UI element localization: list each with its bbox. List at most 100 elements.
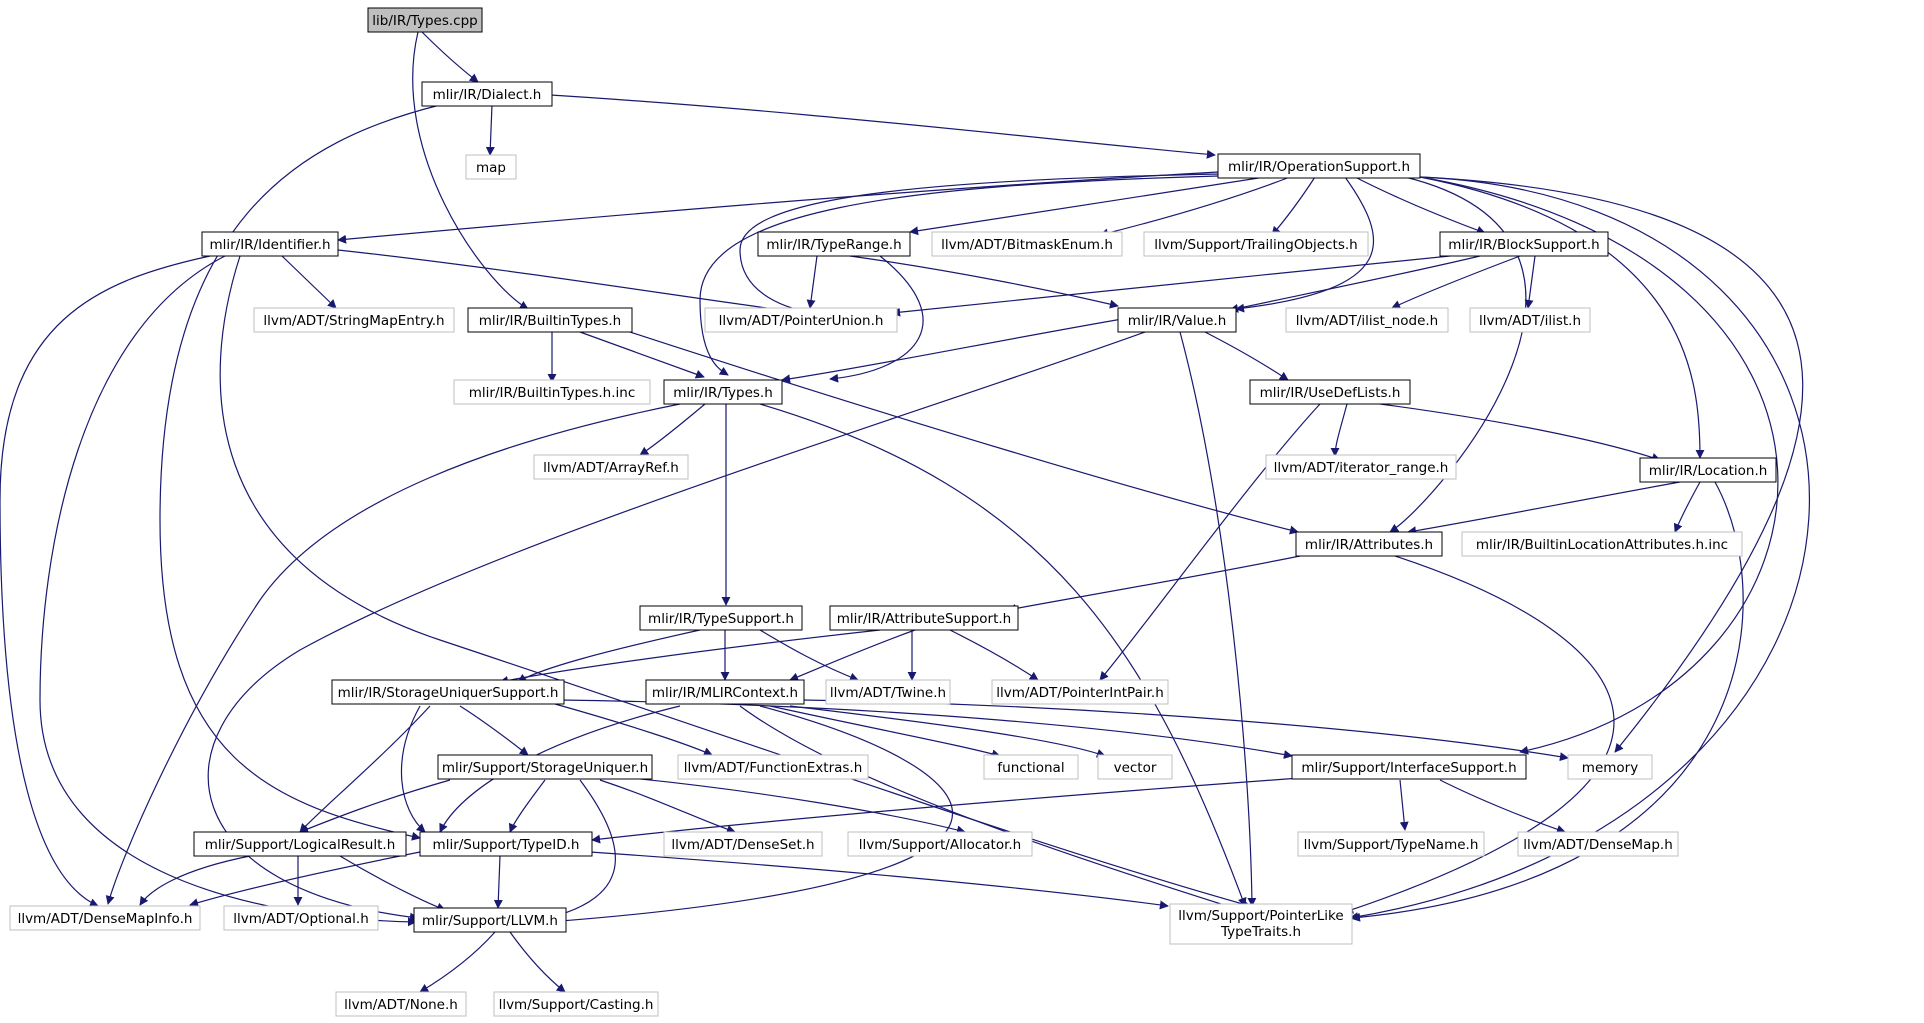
edge-typerange-types xyxy=(829,255,924,383)
node-arrayref[interactable]: llvm/ADT/ArrayRef.h xyxy=(533,454,689,480)
edge-opsupport-memory xyxy=(1419,176,1804,753)
svg-text:mlir/IR/Value.h: mlir/IR/Value.h xyxy=(1128,313,1227,329)
edge-opsupport-bitmask xyxy=(1099,176,1291,238)
node-attrsupport[interactable]: mlir/IR/AttributeSupport.h xyxy=(829,605,1019,631)
edge-opsupport-blocksupport xyxy=(1354,176,1486,235)
svg-text:llvm/Support/Casting.h: llvm/Support/Casting.h xyxy=(499,997,654,1013)
node-ilistnode[interactable]: llvm/ADT/ilist_node.h xyxy=(1285,307,1449,333)
node-storageuniquer[interactable]: mlir/Support/StorageUniquer.h xyxy=(437,754,653,780)
svg-text:mlir/Support/LLVM.h: mlir/Support/LLVM.h xyxy=(422,913,558,929)
node-typesupport[interactable]: mlir/IR/TypeSupport.h xyxy=(639,605,803,631)
edge-sus-storageuniquer xyxy=(459,705,529,756)
node-typeid[interactable]: mlir/Support/TypeID.h xyxy=(419,831,593,857)
node-logicalresult[interactable]: mlir/Support/LogicalResult.h xyxy=(193,831,407,857)
node-optional[interactable]: llvm/ADT/Optional.h xyxy=(223,905,379,931)
svg-text:mlir/IR/OperationSupport.h: mlir/IR/OperationSupport.h xyxy=(1228,159,1410,175)
node-allocator[interactable]: llvm/Support/Allocator.h xyxy=(847,831,1033,857)
node-root[interactable]: lib/IR/Types.cpp xyxy=(367,7,483,33)
node-densemapinfo[interactable]: llvm/ADT/DenseMapInfo.h xyxy=(9,905,201,931)
edge-identifier-stringmapentry xyxy=(281,255,337,309)
svg-text:llvm/ADT/Optional.h: llvm/ADT/Optional.h xyxy=(233,911,369,927)
edge-identifier-densemapinfo xyxy=(0,255,211,907)
node-builtintypesinc[interactable]: mlir/IR/BuiltinTypes.h.inc xyxy=(453,379,651,405)
node-ilist[interactable]: llvm/ADT/ilist.h xyxy=(1469,307,1591,333)
edge-interfacesupport-typename xyxy=(1399,779,1409,831)
svg-text:llvm/ADT/BitmaskEnum.h: llvm/ADT/BitmaskEnum.h xyxy=(941,237,1113,253)
edge-attrsupport-mlircontext xyxy=(789,629,916,682)
node-builtinlocinc[interactable]: mlir/IR/BuiltinLocationAttributes.h.inc xyxy=(1461,531,1743,557)
edge-attrsupport-pointerintpair xyxy=(949,629,1039,681)
svg-text:llvm/ADT/StringMapEntry.h: llvm/ADT/StringMapEntry.h xyxy=(263,313,444,329)
node-blocksupport[interactable]: mlir/IR/BlockSupport.h xyxy=(1439,231,1609,257)
svg-text:mlir/IR/BuiltinLocationAttribu: mlir/IR/BuiltinLocationAttributes.h.inc xyxy=(1476,537,1728,553)
svg-text:llvm/ADT/FunctionExtras.h: llvm/ADT/FunctionExtras.h xyxy=(684,760,863,776)
edge-mlircontext-functional xyxy=(769,705,1001,759)
node-typerange[interactable]: mlir/IR/TypeRange.h xyxy=(757,231,911,257)
edge-storageuniquer-llvmh xyxy=(547,779,616,921)
svg-text:mlir/IR/MLIRContext.h: mlir/IR/MLIRContext.h xyxy=(652,685,798,701)
node-typename[interactable]: llvm/Support/TypeName.h xyxy=(1297,831,1485,857)
edge-storageuniquer-typeid xyxy=(508,779,546,833)
node-usedeflists[interactable]: mlir/IR/UseDefLists.h xyxy=(1249,379,1411,405)
node-twine[interactable]: llvm/ADT/Twine.h xyxy=(825,679,951,705)
dependency-nodes: lib/IR/Types.cpp mlir/IR/Dialect.h map m… xyxy=(9,7,1777,1017)
edge-root-dialect xyxy=(421,31,479,83)
edge-opsupport-pointerunion xyxy=(739,173,1221,317)
node-llvmh[interactable]: mlir/Support/LLVM.h xyxy=(413,907,567,933)
svg-text:mlir/IR/BuiltinTypes.h.inc: mlir/IR/BuiltinTypes.h.inc xyxy=(469,385,636,401)
svg-text:mlir/IR/BlockSupport.h: mlir/IR/BlockSupport.h xyxy=(1448,237,1599,253)
node-interfacesupport[interactable]: mlir/Support/InterfaceSupport.h xyxy=(1291,754,1527,780)
node-denseset[interactable]: llvm/ADT/DenseSet.h xyxy=(663,831,823,857)
node-bitmask[interactable]: llvm/ADT/BitmaskEnum.h xyxy=(931,231,1123,257)
node-memory[interactable]: memory xyxy=(1567,754,1653,780)
edge-blocksupport-ilistnode xyxy=(1391,255,1521,309)
node-iterrange[interactable]: llvm/ADT/iterator_range.h xyxy=(1265,454,1457,480)
edge-storageuniquer-logicalresult xyxy=(299,779,451,834)
node-trailing[interactable]: llvm/Support/TrailingObjects.h xyxy=(1143,231,1369,257)
edge-dialect-opsupport xyxy=(533,93,1216,159)
node-value[interactable]: mlir/IR/Value.h xyxy=(1117,307,1237,333)
edge-opsupport-attributes xyxy=(1389,176,1527,533)
svg-text:llvm/ADT/DenseMapInfo.h: llvm/ADT/DenseMapInfo.h xyxy=(18,911,193,927)
node-stringmapentry[interactable]: llvm/ADT/StringMapEntry.h xyxy=(253,307,455,333)
node-builtintypes[interactable]: mlir/IR/BuiltinTypes.h xyxy=(467,307,633,333)
edge-opsupport-value xyxy=(1235,176,1375,313)
node-casting[interactable]: llvm/Support/Casting.h xyxy=(493,991,659,1017)
edge-opsupport-identifier xyxy=(337,171,1219,244)
node-pointerintpair[interactable]: llvm/ADT/PointerIntPair.h xyxy=(991,679,1169,705)
edge-dialect-typeid xyxy=(159,104,441,841)
edge-location-attributes xyxy=(1407,481,1681,536)
node-dialect[interactable]: mlir/IR/Dialect.h xyxy=(421,81,553,107)
svg-text:mlir/Support/LogicalResult.h: mlir/Support/LogicalResult.h xyxy=(205,837,396,853)
node-functionextras[interactable]: llvm/ADT/FunctionExtras.h xyxy=(677,754,869,780)
edge-llvmh-casting xyxy=(509,931,566,993)
edge-usedeflists-location xyxy=(1379,403,1661,462)
svg-text:vector: vector xyxy=(1114,760,1157,776)
edge-blocksupport-value xyxy=(1229,255,1481,313)
node-identifier[interactable]: mlir/IR/Identifier.h xyxy=(201,231,339,257)
edge-typesupport-twine xyxy=(759,629,859,682)
svg-text:lib/IR/Types.cpp: lib/IR/Types.cpp xyxy=(372,13,477,29)
edge-location-builtinlocinc xyxy=(1673,481,1701,533)
node-attributes[interactable]: mlir/IR/Attributes.h xyxy=(1295,531,1443,557)
node-opsupport[interactable]: mlir/IR/OperationSupport.h xyxy=(1217,153,1421,179)
node-location[interactable]: mlir/IR/Location.h xyxy=(1639,457,1777,483)
edge-typeid-pointerlike xyxy=(589,851,1169,910)
edge-blocksupport-pointerunion xyxy=(891,255,1451,317)
node-map[interactable]: map xyxy=(465,154,517,180)
node-densemap[interactable]: llvm/ADT/DenseMap.h xyxy=(1517,831,1679,857)
node-vector[interactable]: vector xyxy=(1097,754,1173,780)
svg-text:mlir/IR/StorageUniquerSupport.: mlir/IR/StorageUniquerSupport.h xyxy=(338,685,559,701)
node-functional[interactable]: functional xyxy=(983,754,1079,780)
node-pointerunion[interactable]: llvm/ADT/PointerUnion.h xyxy=(704,307,898,333)
edge-identifier-pointerlike xyxy=(219,255,1251,909)
node-none[interactable]: llvm/ADT/None.h xyxy=(335,991,467,1017)
node-mlircontext[interactable]: mlir/IR/MLIRContext.h xyxy=(645,679,805,705)
node-storageuniquersupport[interactable]: mlir/IR/StorageUniquerSupport.h xyxy=(331,679,565,705)
node-types[interactable]: mlir/IR/Types.h xyxy=(663,379,783,405)
edge-sus-functionextras xyxy=(554,703,713,756)
edge-attrsupport-storageuniquersupport xyxy=(499,629,881,685)
edge-identifier-pointerunion xyxy=(337,249,813,318)
